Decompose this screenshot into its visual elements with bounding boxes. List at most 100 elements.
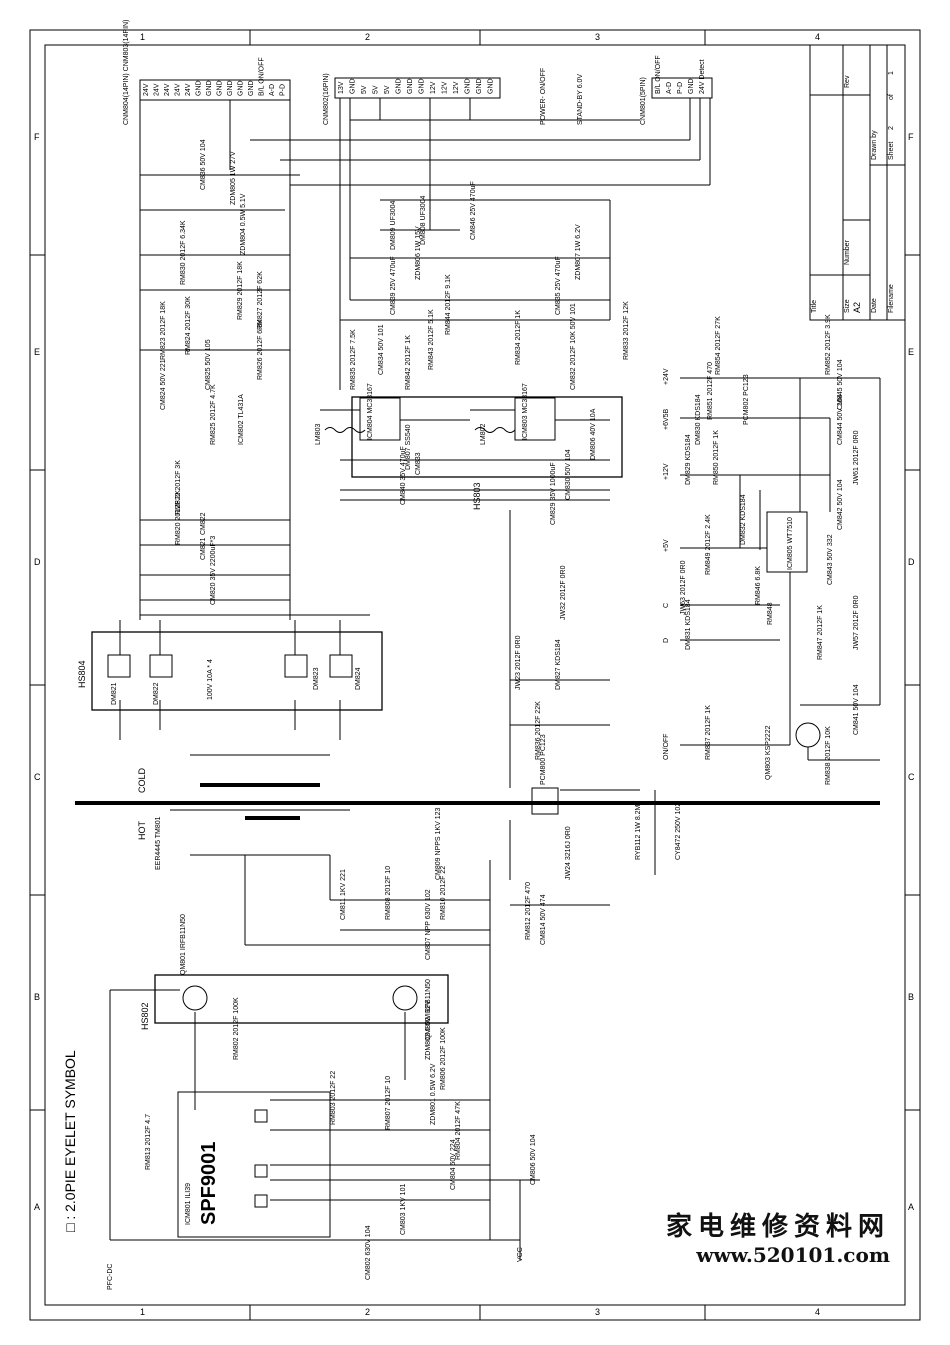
watermark-cn: 家电维修资料网 [665,1212,890,1242]
cm825-label: CM825 50V 105 [205,339,212,390]
cm846-label: CM846 25V 470uF [470,181,477,240]
cnm802-pin-8: GND [419,78,426,94]
grid-row-a: A [34,1202,40,1212]
jw24-label: JW24 3216J 0R0 [565,826,572,880]
cnm802-pin-6: GND [396,78,403,94]
zdm803-label: ZDM803 0.5W 12V [425,1000,432,1060]
jw63-label: JW63 2012F 0R0 [680,560,687,615]
cnm804-pin-6: GND [196,80,203,96]
cm834-label: CM834 50V 101 [378,324,385,375]
rm851-label: RM851 2012F 470 [707,362,714,420]
hot-label: HOT [137,821,147,841]
rm804-label: RM804 2012F 47K [455,1101,462,1160]
qm802-label: QM802 IRFB11N50 [425,979,432,1040]
rm849-label: RM849 2012F 2.4K [705,514,712,575]
power-onoff-label: POWER- ON/OFF [540,68,547,125]
rm822-label: RM822 2012F 3K [175,460,182,515]
cm832-label: CM832 2012F 10K 50V 101 [570,303,577,390]
rm824-label: RM824 2012F 30K [185,296,192,355]
cnm802-pin-5: 5V [384,85,391,94]
rm820-label: RM820 2012F 2K [175,490,182,545]
rm834-label: RM834 2012F 1K [515,310,522,365]
cnm802-pin-11: 12V [453,81,460,94]
rm846-label: RM846 6.8K [755,566,762,605]
size-label: Size [844,299,851,313]
cm807-label: CM807 NPP 630V 102 [425,889,432,960]
rm813-label: RM813 2012F 4.7 [145,1114,152,1170]
dm807-label: DM807 SS540 [405,424,412,470]
cy8472-label: CY8472 250V 102 [675,803,682,860]
rm807-label: RM807 2012F 10 [385,1076,392,1130]
dm830-label: DM830 KDS184 [695,394,702,445]
hs804-diode-3: DM823 [313,667,320,690]
rm850-label: RM850 2012F 1K [713,430,720,485]
dm831-label: DM831 KDS184 [685,599,692,650]
grid-row-e-right: E [908,347,914,357]
on-off-label: ON/OFF [663,734,670,760]
of-label: of [888,94,895,100]
grid-row-e: E [34,347,40,357]
sheet-label: Sheet [888,142,895,160]
rm844-label: RM844 2012F 9.1K [445,274,452,335]
cm836-label: CM836 50V 104 [200,139,207,190]
cnm804-pin-7: GND [206,80,213,96]
filename-label: Filename [888,284,895,313]
hs804-rating: 100V 10A * 4 [207,659,214,700]
cnm802-pin-12: GND [465,78,472,94]
drawn-by-label: Drawn by [871,130,878,160]
grid-row-c-right: C [908,772,915,782]
cnm804-pin-8: GND [217,80,224,96]
cm821-label: CM821 [200,537,207,560]
grid-col-3: 3 [595,32,600,42]
vcc-label: VCC [517,1247,524,1262]
cnm801-pin-2: A-D [666,82,673,94]
transformer-label: EER4445 TM801 [155,816,162,870]
cm841-label: CM841 50V 104 [853,684,860,735]
size-value: A2 [852,302,862,313]
ic-main-ref: ICM801 ILI39 [185,1183,192,1225]
cm822-label: CM822 [200,512,207,535]
cm803-label: CM803 1KV 101 [400,1184,407,1235]
rm837-label: RM837 2012F 1K [705,705,712,760]
cnm801-pin-1: B/L ON/OFF [655,55,662,94]
watermark-url: www.520101.com [696,1243,890,1267]
net-12v-label: +12V [663,463,670,480]
rm852-label: RM852 2012F 3.9K [825,314,832,375]
ryb112-label: RYB112 1W 8.2M [635,804,642,860]
grid-row-c: C [34,772,41,782]
grid-row-b: B [34,992,40,1002]
hs804-label: HS804 [77,660,87,688]
rm825-label: RM825 2012F 4.7K [210,384,217,445]
zdm806-label: ZDM806 1W 15V [415,226,422,280]
watermark: 家电维修资料网 www.520101.com [666,1206,890,1267]
hs803-label: HS803 [472,482,482,510]
cm844-label: CM844 50V 104 [837,394,844,445]
cm809-label: CM809 NPPS 1KV 123 [435,808,442,880]
grid-row-f: F [34,132,40,142]
cnm804-pin-5: 24V [185,83,192,96]
cm802-label: CM802 630V 104 [365,1225,372,1280]
rm812-label: RM812 2012F 470 [525,882,532,940]
pcm800-label: PCM800 PC123 [540,734,547,785]
rm823-label: RM823 2012F 18K [160,301,167,360]
cnm804-pin-12: B/L ON/OFF [259,57,266,96]
rm847-label: RM847 2012F 1K [817,605,824,660]
cnm802-pin-3: 5V [361,85,368,94]
cnm802-pin-2: GND [350,78,357,94]
rm830-label: RM830 2012F 6.34K [180,220,187,285]
dm829-label: DM829 KDS184 [685,434,692,485]
standby-label: STAND-BY 6.0V [577,74,584,125]
cnm802-pin-4: 5V [373,85,380,94]
cnm804-pin-13: A-D [269,84,276,96]
rm803-label: RM803 2012F 22 [330,1071,337,1125]
cm806-label: CM806 50V 104 [530,1134,537,1185]
rm848-label: RM848 [767,602,774,625]
grid-col-1-bottom: 1 [140,1307,145,1317]
pfc-dc-label: PFC-DC [107,1264,114,1290]
cm814-label: CM814 50V 474 [540,894,547,945]
cm830-label: CM830 50V 104 [565,449,572,500]
